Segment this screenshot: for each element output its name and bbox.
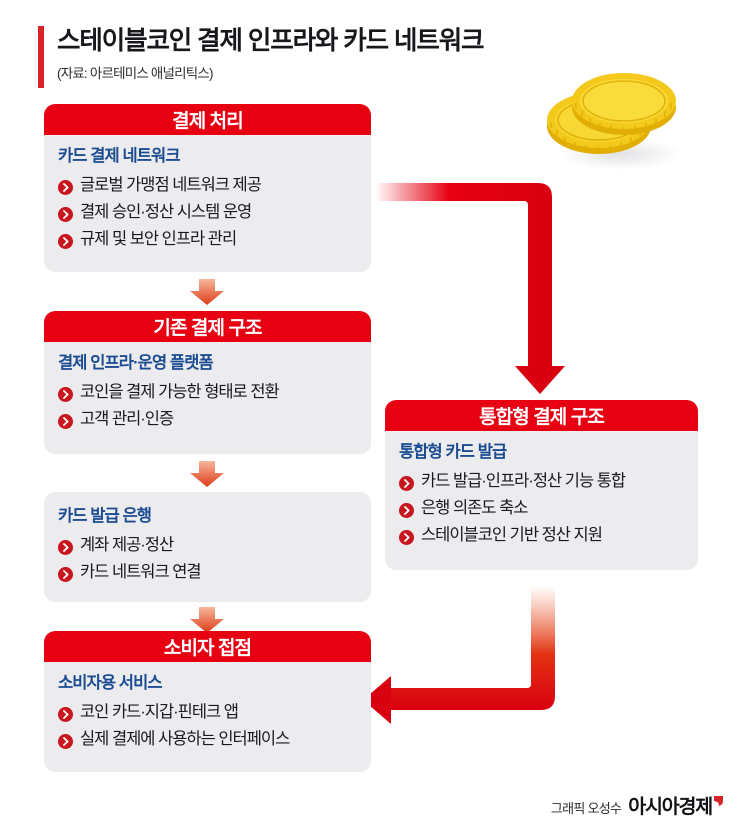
flow-box-subtitle: 통합형 카드 발급 bbox=[399, 443, 507, 461]
flow-box-integrated-payment-structure[interactable]: 통합형 결제 구조 통합형 카드 발급 카드 발급·인프라·정산 기능 통합 은… bbox=[385, 400, 698, 570]
flow-box-header: 통합형 결제 구조 bbox=[385, 400, 698, 431]
page-title: 스테이블코인 결제 인프라와 카드 네트워크 bbox=[57, 27, 485, 55]
list-item: 카드 네트워크 연결 bbox=[58, 560, 371, 585]
chevron-right-circle-icon bbox=[399, 528, 414, 545]
list-item: 스테이블코인 기반 정산 지원 bbox=[399, 523, 698, 548]
flow-box-header-label: 결제 처리 bbox=[172, 111, 244, 132]
bullet-list: 코인을 결제 가능한 형태로 전환 고객 관리·인증 bbox=[58, 380, 371, 432]
flow-box-header: 소비자 접점 bbox=[44, 631, 371, 662]
flow-box-subtitle: 카드 발급 은행 bbox=[58, 507, 152, 525]
flow-box-header-label: 소비자 접점 bbox=[163, 638, 252, 659]
bullet-list: 코인 카드·지갑·핀테크 앱 실제 결제에 사용하는 인터페이스 bbox=[58, 700, 371, 752]
flow-box-header-label: 통합형 결제 구조 bbox=[479, 407, 605, 428]
list-item: 결제 승인·정산 시스템 운영 bbox=[58, 200, 371, 225]
list-item-label: 스테이블코인 기반 정산 지원 bbox=[421, 526, 603, 544]
chevron-right-circle-icon bbox=[58, 732, 73, 749]
flow-box-header: 기존 결제 구조 bbox=[44, 311, 371, 342]
list-item: 실제 결제에 사용하는 인터페이스 bbox=[58, 727, 371, 752]
title-accent-bar bbox=[38, 26, 44, 88]
list-item-label: 고객 관리·인증 bbox=[80, 410, 174, 428]
flow-box-payment-processing[interactable]: 결제 처리 카드 결제 네트워크 글로벌 가맹점 네트워크 제공 결제 승인·정… bbox=[44, 104, 371, 272]
bullet-list: 카드 발급·인프라·정산 기능 통합 은행 의존도 축소 스테이블코인 기반 정… bbox=[399, 469, 698, 548]
connector-arrow-down-right bbox=[355, 170, 655, 410]
chevron-right-circle-icon bbox=[58, 178, 73, 195]
connector-arrow-down-left bbox=[355, 578, 655, 738]
list-item-label: 글로벌 가맹점 네트워크 제공 bbox=[80, 176, 262, 194]
flow-arrow-down bbox=[190, 607, 224, 633]
chevron-right-circle-icon bbox=[399, 474, 414, 491]
brand-name: 아시아경제 bbox=[628, 796, 713, 818]
flow-box-card-issuing-bank[interactable]: 카드 발급 은행 계좌 제공·정산 카드 네트워크 연결 bbox=[44, 492, 371, 602]
chevron-right-circle-icon bbox=[58, 385, 73, 402]
list-item: 코인을 결제 가능한 형태로 전환 bbox=[58, 380, 371, 405]
chevron-right-circle-icon bbox=[58, 232, 73, 249]
flow-box-existing-payment-structure[interactable]: 기존 결제 구조 결제 인프라·운영 플랫폼 코인을 결제 가능한 형태로 전환… bbox=[44, 311, 371, 454]
chevron-right-circle-icon bbox=[58, 565, 73, 582]
flow-box-header-label: 기존 결제 구조 bbox=[153, 318, 262, 339]
flow-box-subtitle: 카드 결제 네트워크 bbox=[58, 147, 181, 165]
list-item-label: 규제 및 보안 인프라 관리 bbox=[80, 230, 237, 248]
list-item: 은행 의존도 축소 bbox=[399, 496, 698, 521]
chevron-right-circle-icon bbox=[58, 412, 73, 429]
list-item: 글로벌 가맹점 네트워크 제공 bbox=[58, 173, 371, 198]
flow-box-subtitle: 소비자용 서비스 bbox=[58, 674, 163, 692]
list-item: 카드 발급·인프라·정산 기능 통합 bbox=[399, 469, 698, 494]
list-item-label: 카드 네트워크 연결 bbox=[80, 563, 202, 581]
flow-arrow-down bbox=[190, 279, 224, 305]
asiae-logo-mark-icon bbox=[714, 793, 723, 806]
bullet-list: 계좌 제공·정산 카드 네트워크 연결 bbox=[58, 533, 371, 585]
chevron-right-circle-icon bbox=[58, 538, 73, 555]
list-item-label: 은행 의존도 축소 bbox=[421, 499, 528, 517]
flow-box-body: 소비자용 서비스 코인 카드·지갑·핀테크 앱 실제 결제에 사용하는 인터페이… bbox=[44, 662, 371, 764]
list-item-label: 결제 승인·정산 시스템 운영 bbox=[80, 203, 252, 221]
list-item: 코인 카드·지갑·핀테크 앱 bbox=[58, 700, 371, 725]
list-item: 고객 관리·인증 bbox=[58, 407, 371, 432]
list-item-label: 카드 발급·인프라·정산 기능 통합 bbox=[421, 472, 626, 490]
list-item-label: 코인을 결제 가능한 형태로 전환 bbox=[80, 383, 280, 401]
flow-box-body: 결제 인프라·운영 플랫폼 코인을 결제 가능한 형태로 전환 고객 관리·인증 bbox=[44, 342, 371, 444]
flow-box-body: 카드 발급 은행 계좌 제공·정산 카드 네트워크 연결 bbox=[44, 492, 371, 597]
flow-box-body: 통합형 카드 발급 카드 발급·인프라·정산 기능 통합 은행 의존도 축소 bbox=[385, 431, 698, 560]
flow-box-header: 결제 처리 bbox=[44, 104, 371, 135]
list-item: 규제 및 보안 인프라 관리 bbox=[58, 227, 371, 252]
flow-box-body: 카드 결제 네트워크 글로벌 가맹점 네트워크 제공 결제 승인·정산 시스템 … bbox=[44, 135, 371, 264]
list-item-label: 코인 카드·지갑·핀테크 앱 bbox=[80, 703, 239, 721]
bullet-list: 글로벌 가맹점 네트워크 제공 결제 승인·정산 시스템 운영 규제 및 보안 … bbox=[58, 173, 371, 252]
source-note: (자료: 아르테미스 애널리틱스) bbox=[57, 66, 213, 81]
graphic-credit: 그래픽 오성수 bbox=[550, 801, 622, 816]
gold-coins-icon bbox=[524, 50, 700, 174]
chevron-right-circle-icon bbox=[58, 705, 73, 722]
flow-box-consumer-touchpoint[interactable]: 소비자 접점 소비자용 서비스 코인 카드·지갑·핀테크 앱 실제 결제에 사용… bbox=[44, 631, 371, 772]
list-item-label: 계좌 제공·정산 bbox=[80, 536, 174, 554]
list-item: 계좌 제공·정산 bbox=[58, 533, 371, 558]
chevron-right-circle-icon bbox=[399, 501, 414, 518]
list-item-label: 실제 결제에 사용하는 인터페이스 bbox=[80, 730, 290, 748]
flow-box-subtitle: 결제 인프라·운영 플랫폼 bbox=[58, 354, 214, 372]
flow-arrow-down bbox=[190, 461, 224, 487]
footer: 그래픽 오성수 아시아경제 bbox=[551, 790, 723, 819]
chevron-right-circle-icon bbox=[58, 205, 73, 222]
